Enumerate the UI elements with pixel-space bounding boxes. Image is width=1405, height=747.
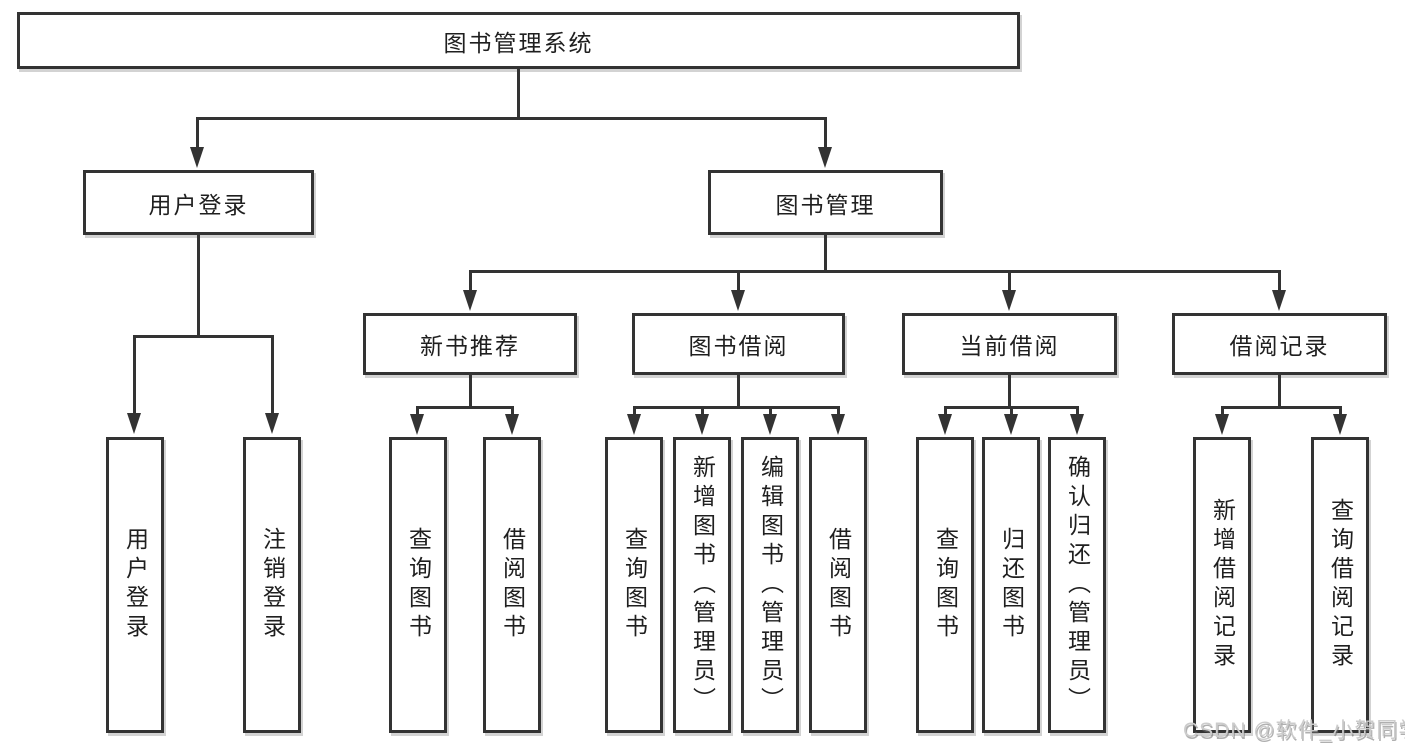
arrowhead-down-icon: [463, 290, 477, 311]
node-label: 查询图书: [621, 527, 648, 643]
connector-line: [271, 335, 274, 415]
node-label: 借阅记录: [1229, 333, 1330, 359]
connector-line: [737, 375, 740, 409]
connector-line: [469, 375, 472, 409]
node-label: 图书借阅: [688, 333, 789, 359]
node-label: 新书推荐: [420, 333, 520, 359]
node-label: 当前借阅: [959, 333, 1060, 359]
node-label: 确认归还（管理员）: [1064, 454, 1091, 716]
node-label: 新增借阅记录: [1209, 498, 1236, 672]
leaf-user-login: 用户登录: [106, 437, 164, 733]
arrowhead-down-icon: [831, 414, 845, 435]
connector-line: [837, 406, 840, 416]
connector-line: [469, 270, 472, 292]
node-label: 归还图书: [998, 527, 1025, 643]
connector-line: [1076, 406, 1079, 416]
leaf-current-confirm-return-admin: 确认归还（管理员）: [1048, 437, 1106, 733]
connector-line: [1339, 406, 1342, 416]
connector-line: [1221, 406, 1341, 409]
arrowhead-down-icon: [1070, 414, 1084, 435]
connector-line: [633, 406, 839, 409]
leaf-newbook-borrow-books: 借阅图书: [483, 437, 541, 733]
node-label: 注销登录: [259, 527, 286, 643]
arrowhead-down-icon: [763, 414, 777, 435]
leaf-newbook-query-books: 查询图书: [389, 437, 447, 733]
node-library-management-system: 图书管理系统: [17, 12, 1020, 69]
connector-line: [701, 406, 704, 416]
node-label: 编辑图书（管理员）: [757, 454, 784, 716]
leaf-borrow-borrow-books: 借阅图书: [809, 437, 867, 733]
arrowhead-down-icon: [505, 414, 519, 435]
connector-line: [517, 69, 520, 119]
connector-line: [824, 117, 827, 150]
arrowhead-down-icon: [265, 413, 279, 434]
connector-line: [1008, 375, 1011, 409]
connector-line: [196, 117, 827, 120]
arrowhead-down-icon: [1272, 290, 1286, 311]
arrowhead-down-icon: [731, 290, 745, 311]
connector-line: [1278, 270, 1281, 292]
node-label: 查询图书: [405, 527, 432, 643]
leaf-records-query-record: 查询借阅记录: [1311, 437, 1369, 733]
arrowhead-down-icon: [1004, 414, 1018, 435]
node-label: 查询图书: [932, 527, 959, 643]
arrowhead-down-icon: [1215, 414, 1229, 435]
arrowhead-down-icon: [410, 414, 424, 435]
connector-line: [133, 335, 274, 338]
node-book-management: 图书管理: [708, 170, 943, 235]
node-label: 查询借阅记录: [1327, 498, 1354, 672]
connector-line: [633, 406, 636, 416]
node-label: 借阅图书: [499, 527, 526, 643]
connector-line: [511, 406, 514, 416]
arrowhead-down-icon: [695, 414, 709, 435]
node-label: 图书管理系统: [443, 29, 594, 56]
arrowhead-down-icon: [818, 147, 832, 168]
arrowhead-down-icon: [1002, 290, 1016, 311]
arrowhead-down-icon: [938, 414, 952, 435]
connector-line: [769, 406, 772, 416]
arrowhead-down-icon: [627, 414, 641, 435]
connector-line: [1221, 406, 1224, 416]
connector-line: [416, 406, 419, 416]
leaf-current-return-books: 归还图书: [982, 437, 1040, 733]
node-user-login: 用户登录: [83, 170, 314, 235]
node-label: 借阅图书: [825, 527, 852, 643]
leaf-borrow-add-books-admin: 新增图书（管理员）: [673, 437, 731, 733]
csdn-watermark: CSDN @软件_小贺同学: [1183, 719, 1405, 742]
node-label: 图书管理: [775, 191, 876, 218]
connector-line: [416, 406, 514, 409]
node-borrowing-records: 借阅记录: [1172, 313, 1387, 375]
leaf-current-query-books: 查询图书: [916, 437, 974, 733]
connector-line: [824, 235, 827, 273]
connector-line: [944, 406, 947, 416]
connector-line: [737, 270, 740, 292]
node-new-book-recommend: 新书推荐: [363, 313, 577, 375]
connector-line: [469, 270, 1280, 273]
leaf-logout: 注销登录: [243, 437, 301, 733]
arrowhead-down-icon: [190, 147, 204, 168]
connector-line: [196, 117, 199, 150]
leaf-borrow-query-books: 查询图书: [605, 437, 663, 733]
arrowhead-down-icon: [1333, 414, 1347, 435]
connector-line: [1008, 270, 1011, 292]
leaf-borrow-edit-books-admin: 编辑图书（管理员）: [741, 437, 799, 733]
node-current-borrowing: 当前借阅: [902, 313, 1117, 375]
connector-line: [1278, 375, 1281, 409]
node-label: 用户登录: [148, 191, 249, 218]
connector-line: [133, 335, 136, 415]
arrowhead-down-icon: [127, 413, 141, 434]
node-label: 新增图书（管理员）: [689, 454, 716, 716]
connector-line: [1010, 406, 1013, 416]
node-book-borrowing: 图书借阅: [632, 313, 845, 375]
connector-line: [197, 235, 200, 338]
node-label: 用户登录: [122, 527, 149, 643]
leaf-records-add-record: 新增借阅记录: [1193, 437, 1251, 733]
